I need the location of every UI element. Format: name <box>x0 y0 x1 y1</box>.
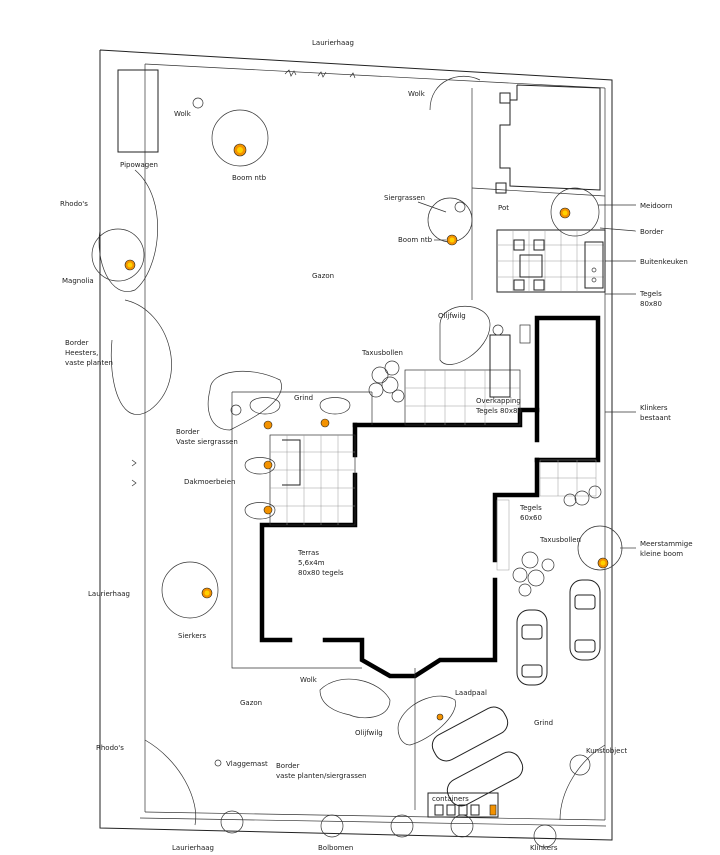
wolk-shape-top <box>429 76 481 111</box>
shrubs <box>244 360 602 597</box>
label-overkapping-1: Overkapping <box>476 397 521 405</box>
label-boom-ntb-2: Boom ntb <box>398 236 433 244</box>
label-rhodos-bottom: Rhodo's <box>96 744 124 752</box>
label-containers: containers <box>432 795 469 803</box>
house-walls <box>259 315 601 679</box>
label-tegels-60-2: 60x60 <box>520 514 542 522</box>
label-overkapping-2: Tegels 80x80 <box>475 407 522 415</box>
label-klinkers-2: bestaant <box>640 414 671 422</box>
label-border-left-1: Border <box>65 339 89 347</box>
outdoor-kitchen <box>496 229 606 293</box>
label-terras-3: 80x80 tegels <box>298 569 344 577</box>
label-rhodos-top: Rhodo's <box>60 200 88 208</box>
label-pipowagen: Pipowagen <box>120 161 158 169</box>
label-terras-1: Terras <box>297 549 319 557</box>
label-sierkers: Sierkers <box>178 632 207 640</box>
label-border-bottom-2: vaste planten/siergrassen <box>276 772 367 780</box>
cars <box>431 579 601 807</box>
pipowagen-shape <box>117 69 159 153</box>
label-border-mid-1: Border <box>176 428 200 436</box>
label-wolk-tl: Wolk <box>174 110 192 118</box>
label-border-mid-2: Vaste siergrassen <box>176 438 238 446</box>
label-border-bottom-1: Border <box>276 762 300 770</box>
covered-patio <box>404 324 531 426</box>
label-pot: Pot <box>498 204 509 212</box>
terrace-grid <box>269 434 356 526</box>
label-tegels-60-1: Tegels <box>519 504 542 512</box>
label-laurierhaag-bottom: Laurierhaag <box>172 844 214 852</box>
shed <box>471 84 606 300</box>
label-boom-ntb-1: Boom ntb <box>232 174 267 182</box>
label-klinkers-bottom: Klinkers <box>530 844 558 852</box>
label-olijfwilg-top: Olijfwilg <box>438 312 466 320</box>
label-taxusbollen-right: Taxusbollen <box>539 536 581 544</box>
label-gazon-top: Gazon <box>312 272 334 280</box>
label-gazon-bottom: Gazon <box>240 699 262 707</box>
label-laadpaal: Laadpaal <box>455 689 487 697</box>
hedge-marks <box>131 69 356 487</box>
label-wolk-top: Wolk <box>408 90 426 98</box>
bolbomen-trees <box>220 754 591 848</box>
label-border-left-2: Heesters, <box>65 349 98 357</box>
label-border-left-3: vaste planten <box>65 359 113 367</box>
label-siergrassen: Siergrassen <box>384 194 425 202</box>
containers-area <box>427 792 499 818</box>
label-terras-2: 5,6x4m <box>298 559 325 567</box>
label-vlaggemast: Vlaggemast <box>226 760 268 768</box>
side-tiles <box>496 459 597 571</box>
large-trees <box>91 97 623 767</box>
label-klinkers-1: Klinkers <box>640 404 668 412</box>
label-tegels-80-size: 80x80 <box>640 300 662 308</box>
grind-area <box>231 391 416 810</box>
label-meidoorn: Meidoorn <box>640 202 673 210</box>
label-kunstobject: Kunstobject <box>586 747 627 755</box>
lawn-shapes <box>98 169 606 826</box>
label-laurierhaag-top: Laurierhaag <box>312 39 354 47</box>
label-olijfwilg-bottom: Olijfwilg <box>355 729 383 737</box>
label-laurierhaag-left: Laurierhaag <box>88 590 130 598</box>
plot-boundary <box>99 49 613 841</box>
label-buitenkeuken: Buitenkeuken <box>640 258 688 266</box>
label-grind-top: Grind <box>294 394 313 402</box>
label-grind-bottom: Grind <box>534 719 553 727</box>
label-border-right: Border <box>640 228 664 236</box>
label-bolbomen: Bolbomen <box>318 844 353 852</box>
label-meerstammige-1: Meerstammige <box>640 540 693 548</box>
label-tegels-80: Tegels <box>639 290 662 298</box>
label-magnolia: Magnolia <box>62 277 94 285</box>
label-wolk-bottom: Wolk <box>300 676 318 684</box>
label-meerstammige-2: kleine boom <box>640 550 683 558</box>
labels: Laurierhaag Wolk Wolk Pipowagen Boom ntb… <box>60 39 693 852</box>
leader-lines <box>417 201 637 549</box>
label-dakmoerbeien: Dakmoerbeien <box>184 478 235 486</box>
label-taxusbollen-top: Taxusbollen <box>361 349 403 357</box>
